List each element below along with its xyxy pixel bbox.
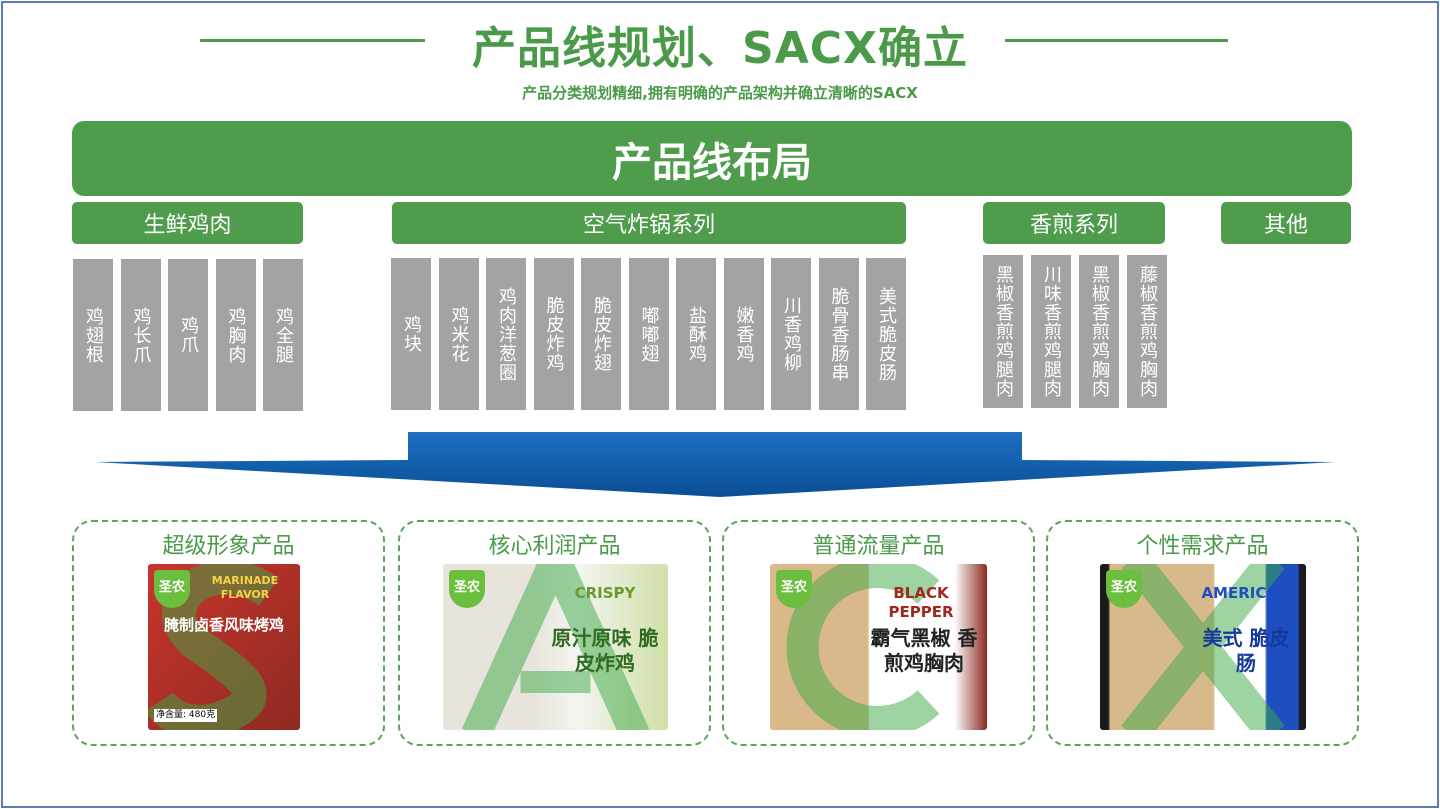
product-item: 鸡肉洋葱圈 [486, 258, 526, 410]
brand-logo: 圣农 [1106, 570, 1142, 608]
product-item-label: 鸡翅根 [83, 306, 104, 364]
product-layout-bar: 产品线布局 [72, 121, 1352, 196]
product-package-image: 圣农 MARINADE FLAVOR 腌制卤香风味烤鸡 净含量: 480克 [148, 564, 300, 730]
package-chinese-title: 美式 脆皮肠 [1202, 626, 1290, 675]
product-item: 脆骨香肠串 [818, 258, 859, 410]
package-chinese-title: 原汁原味 脆皮炸鸡 [551, 626, 659, 675]
package-english-title: MARINADE FLAVOR [211, 574, 279, 601]
product-package-image: 圣农 BLACK PEPPER 霸气黑椒 香煎鸡胸肉 [770, 564, 987, 730]
product-item-label: 盐酥鸡 [686, 305, 707, 363]
page-subtitle: 产品分类规划精细,拥有明确的产品架构并确立清晰的SACX [522, 84, 918, 102]
product-item: 嫩香鸡 [723, 258, 764, 410]
product-item-label: 鸡肉洋葱圈 [496, 286, 517, 382]
sacx-card-title: 超级形象产品 [162, 534, 295, 559]
category-fresh-chicken: 生鲜鸡肉 [72, 202, 303, 244]
sacx-card-title: 个性需求产品 [1136, 534, 1269, 559]
product-item: 脆皮炸翅 [581, 258, 621, 410]
product-item-label: 黑椒香煎鸡腿肉 [993, 265, 1014, 398]
product-item: 川香鸡柳 [771, 258, 811, 410]
product-item: 嘟嘟翅 [628, 258, 669, 410]
product-item-label: 美式脆皮肠 [876, 286, 897, 382]
product-item-label: 嘟嘟翅 [638, 305, 660, 363]
package-english-title: BLACK PEPPER [888, 584, 954, 621]
product-item: 盐酥鸡 [676, 258, 716, 410]
product-item: 黑椒香煎鸡胸肉 [1079, 255, 1119, 408]
product-package-image: 圣农 CRISPY 原汁原味 脆皮炸鸡 [443, 564, 668, 730]
product-item: 藤椒香煎鸡胸肉 [1127, 255, 1167, 408]
product-item-label: 藤椒香煎鸡胸肉 [1137, 265, 1158, 398]
sacx-card-x: 个性需求产品 圣农 AMERICAN 美式 脆皮肠 [1046, 520, 1359, 746]
product-item-label: 脆皮炸翅 [591, 296, 612, 372]
product-item: 鸡米花 [438, 258, 479, 410]
product-item-label: 鸡全腿 [273, 306, 294, 364]
product-item: 鸡全腿 [263, 259, 303, 411]
product-item: 美式脆皮肠 [866, 258, 906, 410]
title-line-right [1005, 39, 1228, 42]
product-package-image: 圣农 AMERICAN 美式 脆皮肠 [1100, 564, 1306, 730]
product-item-label: 鸡米花 [448, 305, 470, 363]
package-weight: 净含量: 480克 [154, 709, 218, 722]
product-item: 鸡块 [391, 258, 431, 410]
product-item: 川味香煎鸡腿肉 [1031, 255, 1071, 408]
sacx-card-title: 普通流量产品 [812, 534, 945, 559]
title-line-left [200, 39, 425, 42]
product-item-label: 鸡胸肉 [225, 306, 247, 364]
category-air-fryer: 空气炸锅系列 [392, 202, 906, 244]
product-item-label: 川香鸡柳 [781, 296, 802, 372]
product-item: 脆皮炸鸡 [533, 258, 574, 410]
product-item-label: 鸡块 [401, 315, 422, 353]
product-item: 鸡翅根 [73, 259, 113, 411]
package-chinese-title: 霸气黑椒 香煎鸡胸肉 [870, 626, 978, 675]
product-item-label: 嫩香鸡 [733, 305, 755, 363]
sacx-card-a: 核心利润产品 圣农 CRISPY 原汁原味 脆皮炸鸡 [398, 520, 711, 746]
product-item: 鸡爪 [168, 259, 208, 411]
brand-logo: 圣农 [154, 570, 190, 608]
product-item-label: 鸡长爪 [130, 306, 152, 364]
product-item-label: 脆骨香肠串 [828, 286, 850, 382]
page-title: 产品线规划、SACX确立 [472, 23, 968, 74]
package-english-title: AMERICAN [1201, 584, 1291, 602]
package-chinese-title: 腌制卤香风味烤鸡 [163, 616, 284, 634]
product-item: 鸡长爪 [120, 259, 161, 411]
package-english-title: CRISPY [574, 584, 636, 602]
product-item-label: 脆皮炸鸡 [543, 296, 565, 372]
category-other: 其他 [1221, 202, 1351, 244]
product-item: 黑椒香煎鸡腿肉 [983, 255, 1023, 408]
sacx-card-c: 普通流量产品 圣农 BLACK PEPPER 霸气黑椒 香煎鸡胸肉 [722, 520, 1035, 746]
brand-logo: 圣农 [776, 570, 812, 608]
product-item-label: 川味香煎鸡腿肉 [1041, 265, 1062, 398]
category-pan-fried: 香煎系列 [983, 202, 1165, 244]
brand-logo: 圣农 [449, 570, 485, 608]
product-item: 鸡胸肉 [215, 259, 256, 411]
product-item-label: 黑椒香煎鸡胸肉 [1089, 265, 1110, 398]
product-item-label: 鸡爪 [178, 316, 199, 354]
sacx-card-s: 超级形象产品 圣农 MARINADE FLAVOR 腌制卤香风味烤鸡 净含量: … [72, 520, 385, 746]
sacx-card-title: 核心利润产品 [488, 534, 621, 559]
